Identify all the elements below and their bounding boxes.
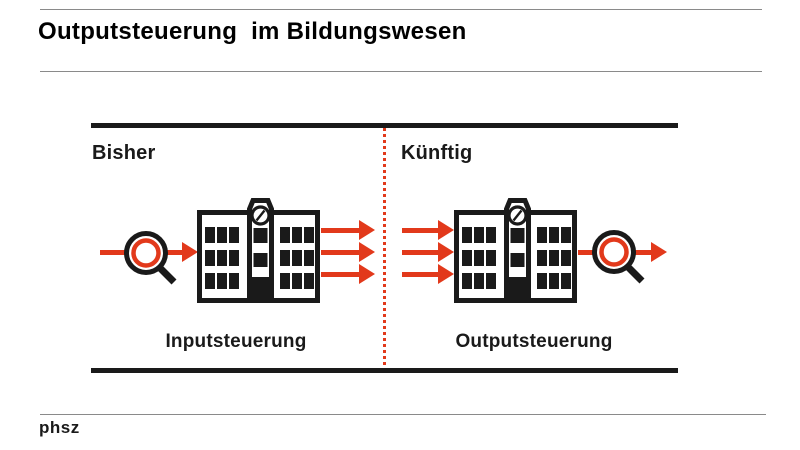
arrow-shaft: [321, 272, 359, 277]
flow-arrow-icon: [321, 242, 375, 262]
flow-arrow-icon: [402, 242, 454, 262]
arrow-shaft: [402, 250, 438, 255]
arrow-head: [651, 242, 667, 262]
page-title: Outputsteuerung im Bildungswesen: [38, 18, 467, 45]
magnifier-icon: [592, 230, 645, 284]
phsz-logo: phsz: [39, 418, 80, 437]
arrow-shaft: [321, 250, 359, 255]
left-panel-caption: Inputsteuerung: [165, 331, 307, 352]
right-panel-heading: Künftig: [401, 142, 473, 164]
header-rule-top: [40, 9, 762, 10]
flow-arrow-icon: [402, 220, 454, 240]
flow-arrow-icon: [321, 264, 375, 284]
arrow-head: [359, 242, 375, 262]
header-rule-bottom: [40, 71, 762, 72]
flow-arrow-icon: [402, 264, 454, 284]
arrow-head: [438, 264, 454, 284]
arrow-head: [438, 242, 454, 262]
panel-divider-dotted-line: [383, 128, 386, 368]
arrow-head: [182, 242, 198, 262]
diagram-bottom-border: [91, 368, 678, 373]
footer-rule: [40, 414, 766, 415]
arrow-head: [359, 264, 375, 284]
magnifier-icon: [124, 231, 177, 285]
diagram-top-border: [91, 123, 678, 128]
right-panel-caption: Outputsteuerung: [455, 331, 613, 352]
arrow-shaft: [402, 228, 438, 233]
arrow-shaft: [402, 272, 438, 277]
arrow-shaft: [321, 228, 359, 233]
arrow-head: [359, 220, 375, 240]
school-building-icon: [197, 198, 320, 303]
flow-arrow-icon: [321, 220, 375, 240]
school-building-icon: [454, 198, 577, 303]
left-panel-heading: Bisher: [92, 142, 156, 164]
arrow-head: [438, 220, 454, 240]
